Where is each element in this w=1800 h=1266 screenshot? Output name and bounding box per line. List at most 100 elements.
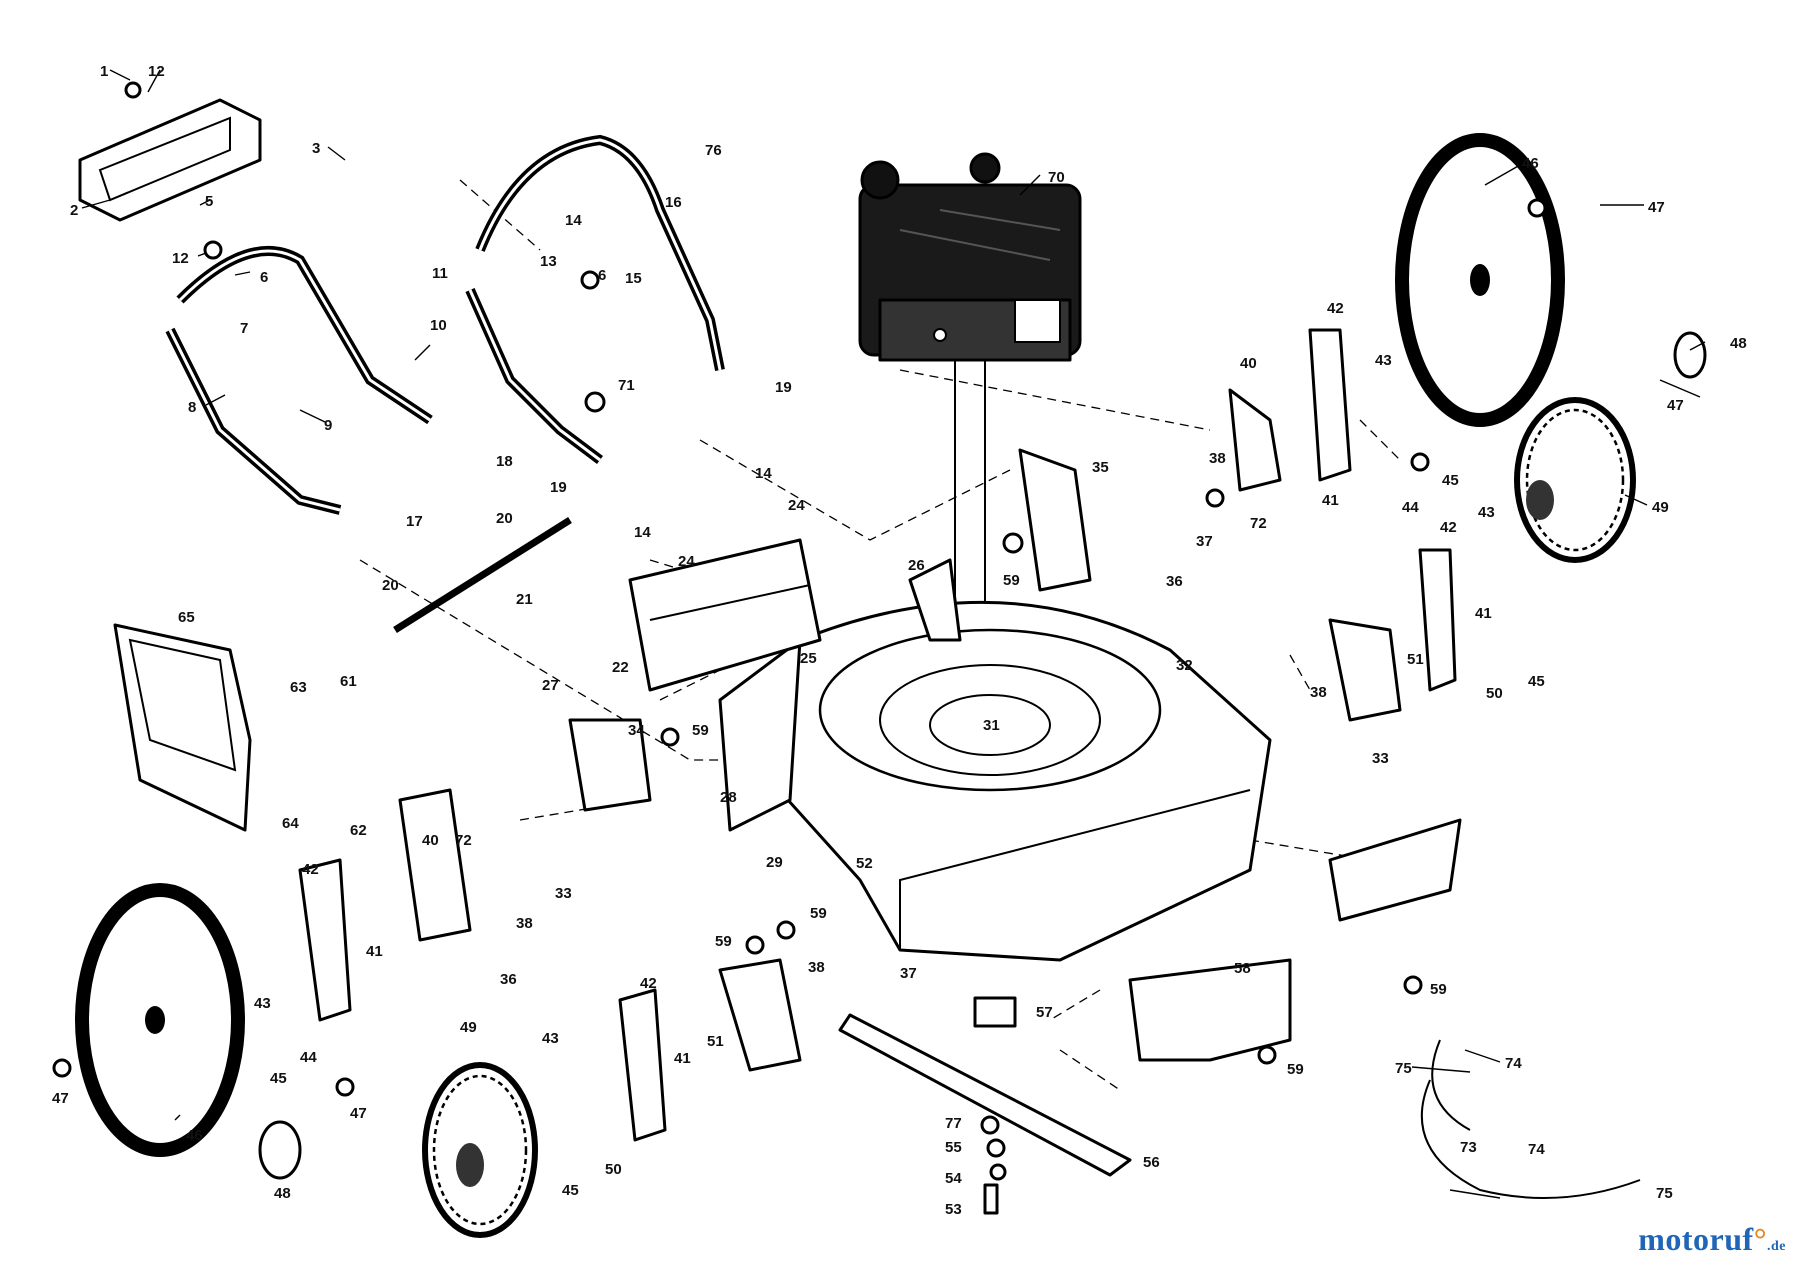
callout-43-upper: 43 — [1375, 352, 1392, 369]
callout-47-lower: 47 — [350, 1105, 367, 1122]
callout-34: 34 — [628, 722, 645, 739]
callout-41-center: 41 — [674, 1050, 691, 1067]
callout-18: 18 — [496, 453, 513, 470]
callout-62: 62 — [350, 822, 367, 839]
callout-42-upper: 42 — [1327, 300, 1344, 317]
callout-51-right: 51 — [1407, 651, 1424, 668]
callout-38-center: 38 — [808, 959, 825, 976]
callout-16: 16 — [665, 194, 682, 211]
callout-36-lower: 36 — [500, 971, 517, 988]
callout-49-lower: 49 — [460, 1019, 477, 1036]
site-watermark: motoruf°.de — [1638, 1221, 1786, 1258]
upper-handle-left — [165, 246, 433, 515]
callout-70: 70 — [1048, 169, 1065, 186]
lower-handle — [465, 134, 725, 464]
callout-2: 2 — [70, 202, 78, 219]
callout-64: 64 — [282, 815, 299, 832]
grass-bag-frame — [113, 623, 252, 832]
callout-56: 56 — [1143, 1154, 1160, 1171]
callout-71: 71 — [618, 377, 635, 394]
callout-46-lower: 46 — [186, 1127, 203, 1144]
control-bar — [78, 98, 262, 222]
callout-65: 65 — [178, 609, 195, 626]
callout-45-center: 45 — [562, 1182, 579, 1199]
callout-12-lower: 12 — [172, 250, 189, 267]
leader-lines — [61, 69, 1706, 1199]
callout-41-upper: 41 — [1322, 492, 1339, 509]
callout-9: 9 — [324, 417, 332, 434]
callout-22: 22 — [612, 659, 629, 676]
wheel-brackets — [298, 328, 1457, 1142]
callout-58: 58 — [1234, 960, 1251, 977]
callout-3: 3 — [312, 140, 320, 157]
callout-14-upper: 14 — [565, 212, 582, 229]
callout-42-center: 42 — [640, 975, 657, 992]
callout-59-lower: 59 — [810, 905, 827, 922]
callout-59-low-left: 59 — [715, 933, 732, 950]
callout-29: 29 — [766, 854, 783, 871]
watermark-domain: .de — [1767, 1239, 1786, 1254]
callout-20-lower: 20 — [382, 577, 399, 594]
callout-24-lower: 24 — [678, 553, 695, 570]
watermark-degree: ° — [1753, 1221, 1767, 1257]
callout-49-upper: 49 — [1652, 499, 1669, 516]
callout-44-upper: 44 — [1402, 499, 1419, 516]
callout-1: 1 — [100, 63, 108, 80]
callout-48-lower: 48 — [274, 1185, 291, 1202]
watermark-name: motoruf — [1638, 1221, 1754, 1257]
callout-31: 31 — [983, 717, 1000, 734]
callout-54: 54 — [945, 1170, 962, 1187]
callout-25: 25 — [800, 650, 817, 667]
callout-11: 11 — [432, 265, 448, 282]
callout-46-upper: 46 — [1522, 155, 1539, 172]
callout-12-top: 12 — [148, 63, 165, 80]
callout-61: 61 — [340, 673, 357, 690]
mower-deck — [718, 558, 1272, 962]
callout-14-mid: 14 — [755, 465, 772, 482]
callout-15: 15 — [625, 270, 642, 287]
callout-38-upper: 38 — [1209, 450, 1226, 467]
callout-55: 55 — [945, 1139, 962, 1156]
callout-26: 26 — [908, 557, 925, 574]
callout-50-right: 50 — [1486, 685, 1503, 702]
callout-72-upper: 72 — [1250, 515, 1267, 532]
callout-73: 73 — [1460, 1139, 1477, 1156]
callout-labels: 1 12 2 5 12 6 7 8 9 3 11 10 14 13 6 15 1… — [52, 63, 1747, 1218]
callout-75-lower: 75 — [1656, 1185, 1673, 1202]
callout-33-right: 33 — [1372, 750, 1389, 767]
callout-35: 35 — [1092, 459, 1109, 476]
callout-19-right: 19 — [775, 379, 792, 396]
callout-53: 53 — [945, 1201, 962, 1218]
callout-76: 76 — [705, 142, 722, 159]
callout-59-right: 59 — [1430, 981, 1447, 998]
wheels — [75, 133, 1707, 1238]
callout-5: 5 — [205, 193, 213, 210]
callout-47-lower-left: 47 — [52, 1090, 69, 1107]
callout-63: 63 — [290, 679, 307, 696]
callout-40-lower: 40 — [422, 832, 439, 849]
callout-45-upper: 45 — [1442, 472, 1459, 489]
callout-24-upper: 24 — [788, 497, 805, 514]
callout-37-upper: 37 — [1196, 533, 1213, 550]
callout-59-upper: 59 — [1003, 572, 1020, 589]
callout-59-mid: 59 — [692, 722, 709, 739]
callout-38-right: 38 — [1310, 684, 1327, 701]
callout-17: 17 — [406, 513, 423, 530]
callout-36-upper: 36 — [1166, 573, 1183, 590]
callout-74-upper: 74 — [1505, 1055, 1522, 1072]
callout-14-lower: 14 — [634, 524, 651, 541]
callout-10: 10 — [430, 317, 447, 334]
callout-51-center: 51 — [707, 1033, 724, 1050]
callout-43-right: 43 — [1478, 504, 1495, 521]
callout-77: 77 — [945, 1115, 962, 1132]
callout-74-lower: 74 — [1528, 1141, 1545, 1158]
callout-42-lower: 42 — [302, 861, 319, 878]
callout-47-right: 47 — [1667, 397, 1684, 414]
chute-door — [628, 538, 822, 692]
blade-and-baffles — [838, 818, 1641, 1199]
callout-40-upper: 40 — [1240, 355, 1257, 372]
callout-45-right: 45 — [1528, 673, 1545, 690]
callout-28: 28 — [720, 789, 737, 806]
hardware — [52, 81, 1547, 1215]
